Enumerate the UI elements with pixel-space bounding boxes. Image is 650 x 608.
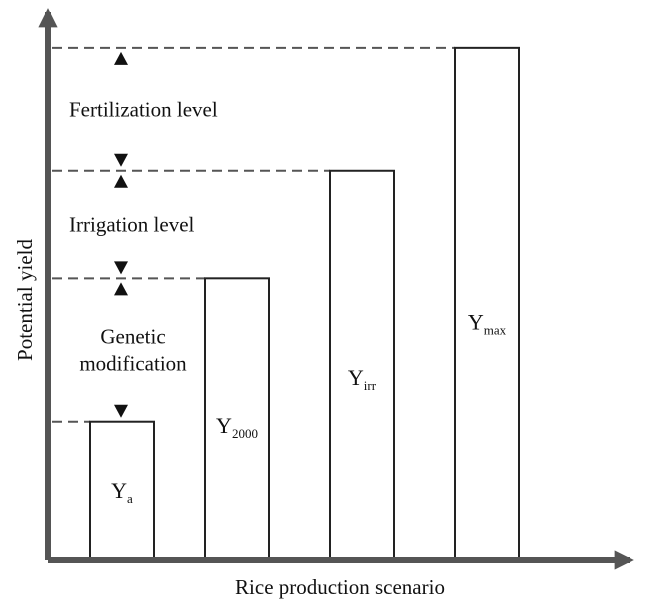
bar-a [89,420,155,560]
x-axis-title: Rice production scenario [235,575,445,599]
gap-label: Genetic [100,325,165,349]
gap-label: modification [79,352,187,376]
gap-arrow-down-1 [114,261,128,275]
bars-layer [89,46,520,560]
bar-2000 [204,277,270,559]
gap-arrow-down-2 [114,153,128,167]
gap-arrow-up-0 [114,282,128,296]
gap-label: Irrigation level [69,213,195,237]
gap-label: Fertilization level [69,97,218,121]
gap-arrow-down-0 [114,404,128,418]
gap-arrow-up-1 [114,174,128,188]
gap-labels-layer: Genetic modification Irrigation level Ferti… [69,97,218,375]
guide-lines-layer [52,46,455,423]
y-axis-title: Potential yield [13,239,37,361]
gap-arrows-layer [114,51,128,418]
gap-arrow-up-2 [114,51,128,65]
bar-max [454,46,520,560]
bar-irr [329,169,395,559]
